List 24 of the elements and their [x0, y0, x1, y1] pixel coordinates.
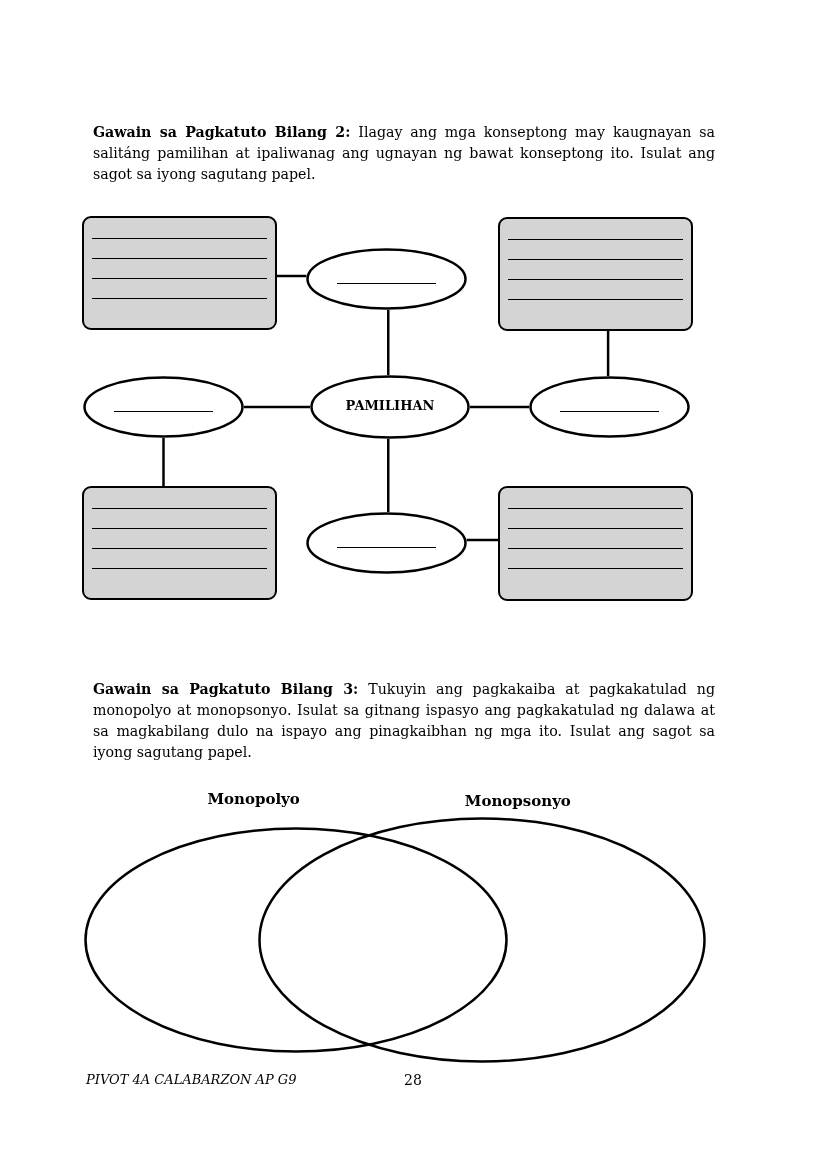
- answer-box: [82, 486, 277, 600]
- connector-line: [387, 439, 390, 512]
- connector-line: [466, 538, 498, 542]
- connector-line: [162, 438, 165, 486]
- answer-ellipse: [529, 376, 690, 438]
- instruction-paragraph: Gawain sa Pagkatuto Bilang 3: Tukuyin ang pagkakaiba at pagkakatulad ng monopolyo at monopsonyo. Isulat sa gitnang ispasyo ang pagkakatulad ng dalawa at sa magkabilang dulo na ispayo ang pinagkaibhan ng mga ito. Isulat ang sagot sa iyong sagutang papel.: [93, 680, 715, 762]
- answer-ellipse: [306, 248, 467, 310]
- page-number: 28: [404, 1072, 422, 1088]
- connector-line: [470, 405, 529, 409]
- connector-line: [606, 331, 610, 376]
- footer-text: PIVOT 4A CALABARZON AP G9: [86, 1072, 297, 1087]
- venn-heading: Monopolyo: [206, 790, 301, 808]
- answer-ellipse: [306, 512, 467, 574]
- answer-box: [498, 217, 693, 331]
- answer-box: [82, 216, 277, 330]
- answer-box: [498, 486, 693, 601]
- connector-line: [277, 274, 307, 278]
- connector-line: [387, 310, 390, 375]
- connector-line: [244, 405, 310, 409]
- concept-label: PAMILIHAN: [344, 398, 436, 413]
- instruction-paragraph: Gawain sa Pagkatuto Bilang 2: Ilagay ang mga konseptong may kaugnayan sa salitáng pamilihan at ipaliwanag ang ugnayan ng bawat konseptong ito. Isulat ang sagot sa iyong sagutang papel.: [93, 123, 715, 184]
- answer-ellipse: [83, 376, 244, 438]
- concept-ellipse: [310, 375, 470, 439]
- venn-heading: Monopsonyo: [463, 792, 572, 810]
